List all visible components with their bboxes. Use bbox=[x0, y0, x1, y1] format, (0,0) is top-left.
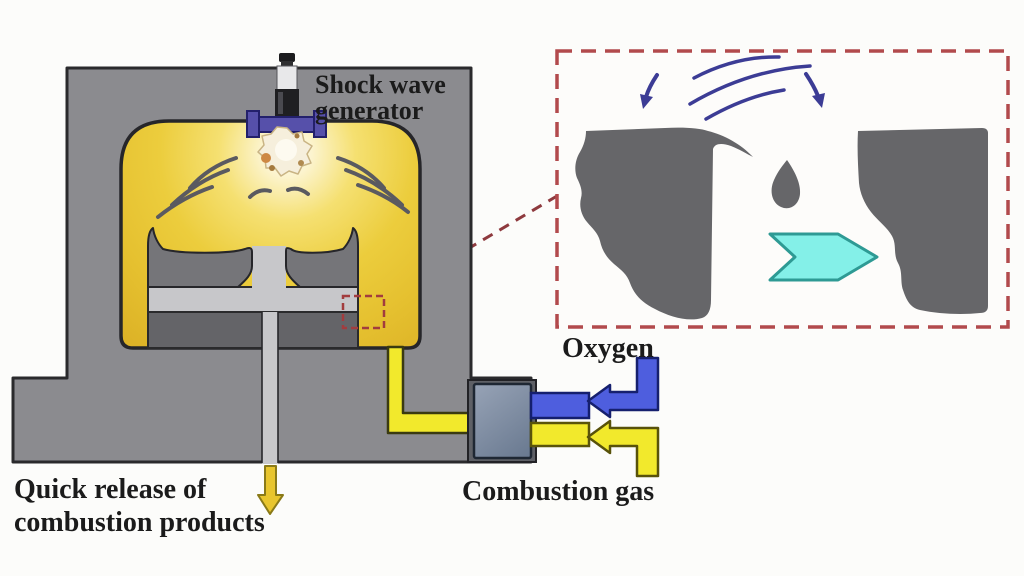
workpiece-block-left bbox=[147, 227, 253, 288]
workpiece-channel-band bbox=[147, 286, 359, 313]
workpiece-slot bbox=[252, 246, 286, 290]
burr-droplet bbox=[771, 160, 801, 209]
inset-detail-panel bbox=[555, 49, 1010, 329]
label-shock-wave-generator: Shock wave generator bbox=[315, 70, 446, 125]
svg-text:Shock wave: Shock wave bbox=[315, 70, 446, 99]
svg-text:Quick release of: Quick release of bbox=[14, 474, 207, 505]
inset-impact-arrows bbox=[640, 72, 825, 109]
workpiece-lower-band bbox=[147, 311, 359, 349]
exhaust-channel bbox=[261, 312, 279, 464]
label-combustion-gas: Combustion gas bbox=[462, 476, 654, 507]
combustion-gas-arrow-icon bbox=[586, 419, 660, 478]
burr-workpiece-left bbox=[575, 127, 753, 320]
inset-shock-waves bbox=[688, 55, 812, 121]
label-oxygen: Oxygen bbox=[562, 333, 654, 364]
zoom-source-box bbox=[341, 294, 386, 330]
explosion-burst-icon bbox=[257, 126, 313, 177]
oxygen-pipe bbox=[529, 391, 591, 420]
workpiece-assembly bbox=[147, 227, 359, 349]
oxygen-arrow-icon bbox=[586, 356, 660, 419]
shock-wave-arcs bbox=[156, 156, 410, 219]
combustion-gas-pipe bbox=[529, 421, 591, 448]
workpiece-block-right bbox=[285, 227, 359, 288]
process-arrow-icon bbox=[768, 232, 879, 282]
exhaust-arrow-icon bbox=[257, 465, 284, 515]
svg-text:combustion products: combustion products bbox=[14, 507, 265, 538]
label-quick-release: Quick release of combustion products bbox=[14, 474, 265, 538]
svg-text:generator: generator bbox=[315, 96, 423, 125]
mixer-valve bbox=[467, 379, 537, 463]
deburred-workpiece-right bbox=[857, 128, 988, 314]
